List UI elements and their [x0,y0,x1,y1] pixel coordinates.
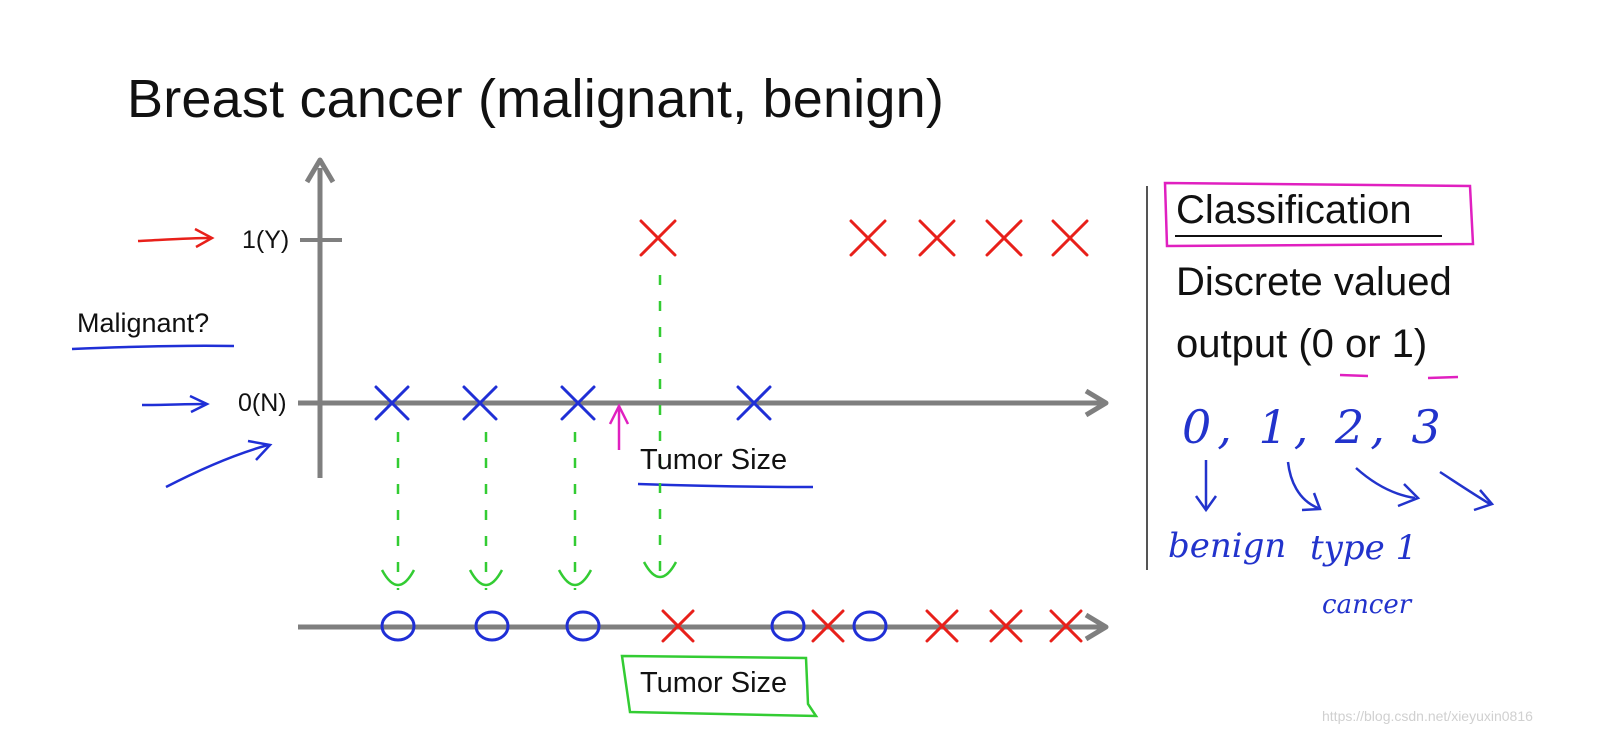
projection-arrowhead [642,561,678,579]
bottom-axis [298,612,1109,642]
projection-arrowhead [380,569,416,587]
malignant-point [849,219,887,257]
x-axis-label: Tumor Size [640,444,788,476]
handwritten-type1: type 1 [1310,528,1418,568]
malignant-point [985,219,1023,257]
malignant-underline [71,344,235,351]
bottom-axis-label: Tumor Size [640,667,788,699]
one-underline [1427,375,1459,380]
malignant-point [639,219,677,257]
handwritten-benign: benign [1168,526,1287,566]
y-tick-0n: 0(N) [238,389,287,417]
bottom-benign-mark [474,610,510,642]
blue-arrow-diagonal [165,439,273,489]
malignant-point [918,219,956,257]
bottom-malignant-mark [1049,609,1083,643]
bottom-malignant-mark [925,609,959,643]
projection-arrowhead [557,569,593,587]
red-arrow-1y [137,227,215,249]
bottom-malignant-mark [661,609,695,643]
threshold-arrow [608,403,630,450]
slide-title: Breast cancer (malignant, benign) [127,69,945,129]
y-axis [300,157,342,478]
description-line-1: Discrete valued [1176,260,1452,304]
y-axis-label: Malignant? [77,308,210,338]
tumor-size-box [620,654,819,718]
classification-box [1163,181,1475,248]
note-arrows [1194,460,1495,513]
x-axis [298,388,1109,418]
classification-heading: Classification [1176,188,1412,232]
data-marks [374,219,1089,643]
projection-arrowhead [468,569,504,587]
benign-point [374,385,410,421]
handwritten-classes: 0, 1, 2, 3 [1182,400,1447,454]
zero-underline [1339,373,1369,378]
bottom-malignant-mark [989,609,1023,643]
malignant-point [1051,219,1089,257]
bottom-benign-mark [852,610,888,642]
handwritten-cancer: cancer [1322,590,1412,620]
bottom-malignant-mark [811,609,845,643]
bottom-benign-mark [770,610,806,642]
benign-point [560,385,596,421]
y-tick-1y: 1(Y) [242,226,290,254]
bottom-benign-mark [380,610,416,642]
benign-point [462,385,498,421]
description-line-2: output (0 or 1) [1176,322,1428,366]
bottom-benign-mark [565,610,601,642]
tumor-size-underline [637,482,814,489]
benign-point [736,385,772,421]
blue-arrow-0n [141,394,210,414]
watermark: https://blog.csdn.net/xieyuxin0816 [1322,708,1533,724]
